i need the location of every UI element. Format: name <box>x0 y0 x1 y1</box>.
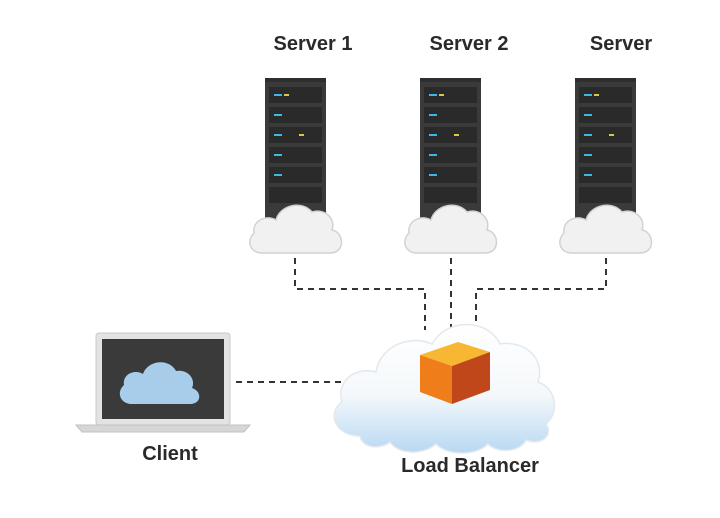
client-label: Client <box>142 443 198 465</box>
cube-top <box>420 342 490 366</box>
laptop-base <box>74 424 252 433</box>
server-bays <box>424 87 477 203</box>
load-balancer-label: Load Balancer <box>401 455 539 477</box>
balancer-cube <box>420 342 490 404</box>
server-3 <box>575 78 636 220</box>
server-1-cloud <box>249 204 343 254</box>
client-laptop <box>74 332 252 433</box>
server-1-label: Server 1 <box>273 33 353 55</box>
server-3-label: Server <box>589 33 653 55</box>
server-3-cloud <box>559 204 653 254</box>
cube-left <box>420 355 452 404</box>
server-2-label: Server 2 <box>429 33 509 55</box>
connector-server-3 <box>475 258 607 330</box>
server-2 <box>420 78 481 220</box>
cloud-icon <box>119 362 200 404</box>
load-balancer-cloud <box>333 323 556 454</box>
server-bays <box>269 87 322 203</box>
server-2-cloud <box>404 204 498 254</box>
server-1 <box>265 78 326 220</box>
connectors <box>236 258 607 383</box>
cube-right <box>452 352 490 404</box>
server-bays <box>579 87 632 203</box>
connector-server-1 <box>294 258 426 330</box>
